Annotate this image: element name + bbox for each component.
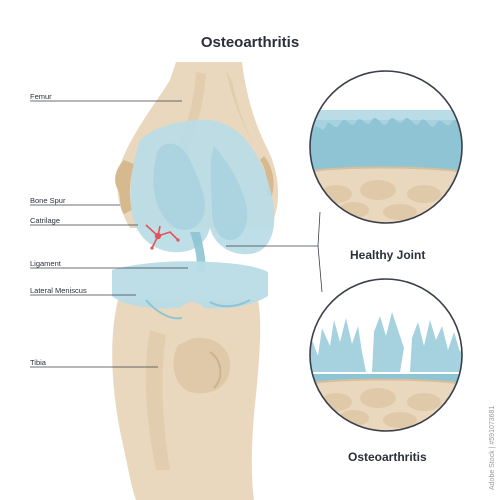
tibia-bone [112,300,261,500]
label-cartilage: Catrilage [30,216,61,225]
lateral-meniscus [112,261,268,320]
diagram-title: Osteoarthritis [200,34,300,51]
osteoarthritis-inset [309,278,463,432]
watermark-text: Adobe Stock | #591073681 [489,405,496,490]
osteoarthritis-caption: Osteoarthritis [348,450,427,464]
bone-spur [115,156,274,214]
label-ligament: Ligament [30,259,61,268]
label-lateral-meniscus: Lateral Meniscus [30,286,87,295]
healthy-joint-caption: Healthy Joint [350,248,426,262]
cartilage [130,119,275,272]
label-bone-spur: Bone Spur [30,196,66,205]
leader-lines [30,100,323,368]
watermark: Adobe Stock | #591073681 [489,370,497,490]
healthy-joint-inset [309,70,463,224]
label-tibia: Tibia [30,358,46,367]
label-femur: Femur [30,92,52,101]
inflammation-marker [145,224,180,250]
